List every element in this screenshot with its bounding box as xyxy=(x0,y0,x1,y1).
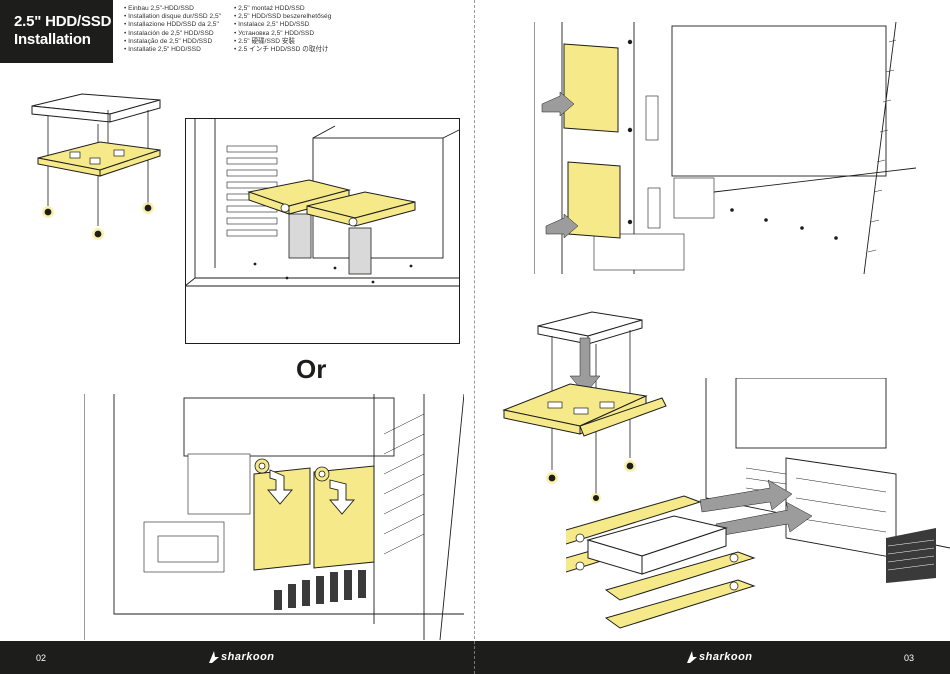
case-floor-mount-illustration xyxy=(185,118,460,344)
page-number-left: 02 xyxy=(36,653,47,663)
sharkoon-logo-icon: sharkoon xyxy=(208,650,275,666)
case-side-mount-illustration xyxy=(534,22,916,274)
language-item: Installation disque dur/SSD 2,5" xyxy=(124,13,221,21)
language-list-2: 2,5" montaż HDD/SSD 2,5" HDD/SSD beszere… xyxy=(234,5,331,54)
brand-logo-text: sharkoon xyxy=(221,650,275,663)
language-item: Установка 2,5" HDD/SSD xyxy=(234,30,331,38)
language-item: 2,5" HDD/SSD beszerelhetőség xyxy=(234,13,331,21)
page-title-line2: Installation xyxy=(14,31,91,48)
footer-fold xyxy=(474,641,475,674)
footer-bar: 02 sharkoon sharkoon 03 xyxy=(0,641,950,674)
or-label: Or xyxy=(296,354,327,384)
language-item: 2.5" 硬碟/SSD 安裝 xyxy=(234,38,331,46)
arrow-icon xyxy=(569,337,601,395)
screw-icon xyxy=(254,458,330,482)
drive-cage-insert-illustration xyxy=(566,378,950,629)
title-block: 2.5" HDD/SSD Installation xyxy=(0,0,113,63)
arrow-icon xyxy=(699,479,813,537)
screw-icon xyxy=(42,202,154,240)
wide-bracket-exploded-illustration xyxy=(502,311,667,503)
page-left: 2.5" HDD/SSD Installation Einbau 2,5"-HD… xyxy=(0,0,474,674)
language-item: 2.5 インチ HDD/SSD の取付け xyxy=(234,46,331,54)
language-item: Instalación de 2,5" HDD/SSD xyxy=(124,30,221,38)
screw-icon xyxy=(546,460,636,503)
arrow-icon xyxy=(541,91,579,239)
language-item: Installatie 2,5" HDD/SSD xyxy=(124,46,221,54)
arrow-icon xyxy=(267,469,355,515)
language-item: 2,5" montaż HDD/SSD xyxy=(234,5,331,13)
sharkoon-logo-icon: sharkoon xyxy=(686,650,753,666)
drive-bracket-exploded-illustration xyxy=(31,93,161,240)
language-item: Instalação de 2,5" HDD/SSD xyxy=(124,38,221,46)
page-number-right: 03 xyxy=(904,653,915,663)
page-right xyxy=(476,0,950,674)
language-item: Installazione HDD/SSD da 2,5" xyxy=(124,21,221,29)
page-title-line1: 2.5" HDD/SSD xyxy=(14,13,112,30)
page-fold xyxy=(474,0,475,674)
language-list-1: Einbau 2,5"-HDD/SSD Installation disque … xyxy=(124,5,221,54)
language-item: Instalace 2,5" HDD/SSD xyxy=(234,21,331,29)
language-item: Einbau 2,5"-HDD/SSD xyxy=(124,5,221,13)
case-tray-mount-illustration xyxy=(84,394,464,640)
brand-logo-text: sharkoon xyxy=(699,650,753,663)
